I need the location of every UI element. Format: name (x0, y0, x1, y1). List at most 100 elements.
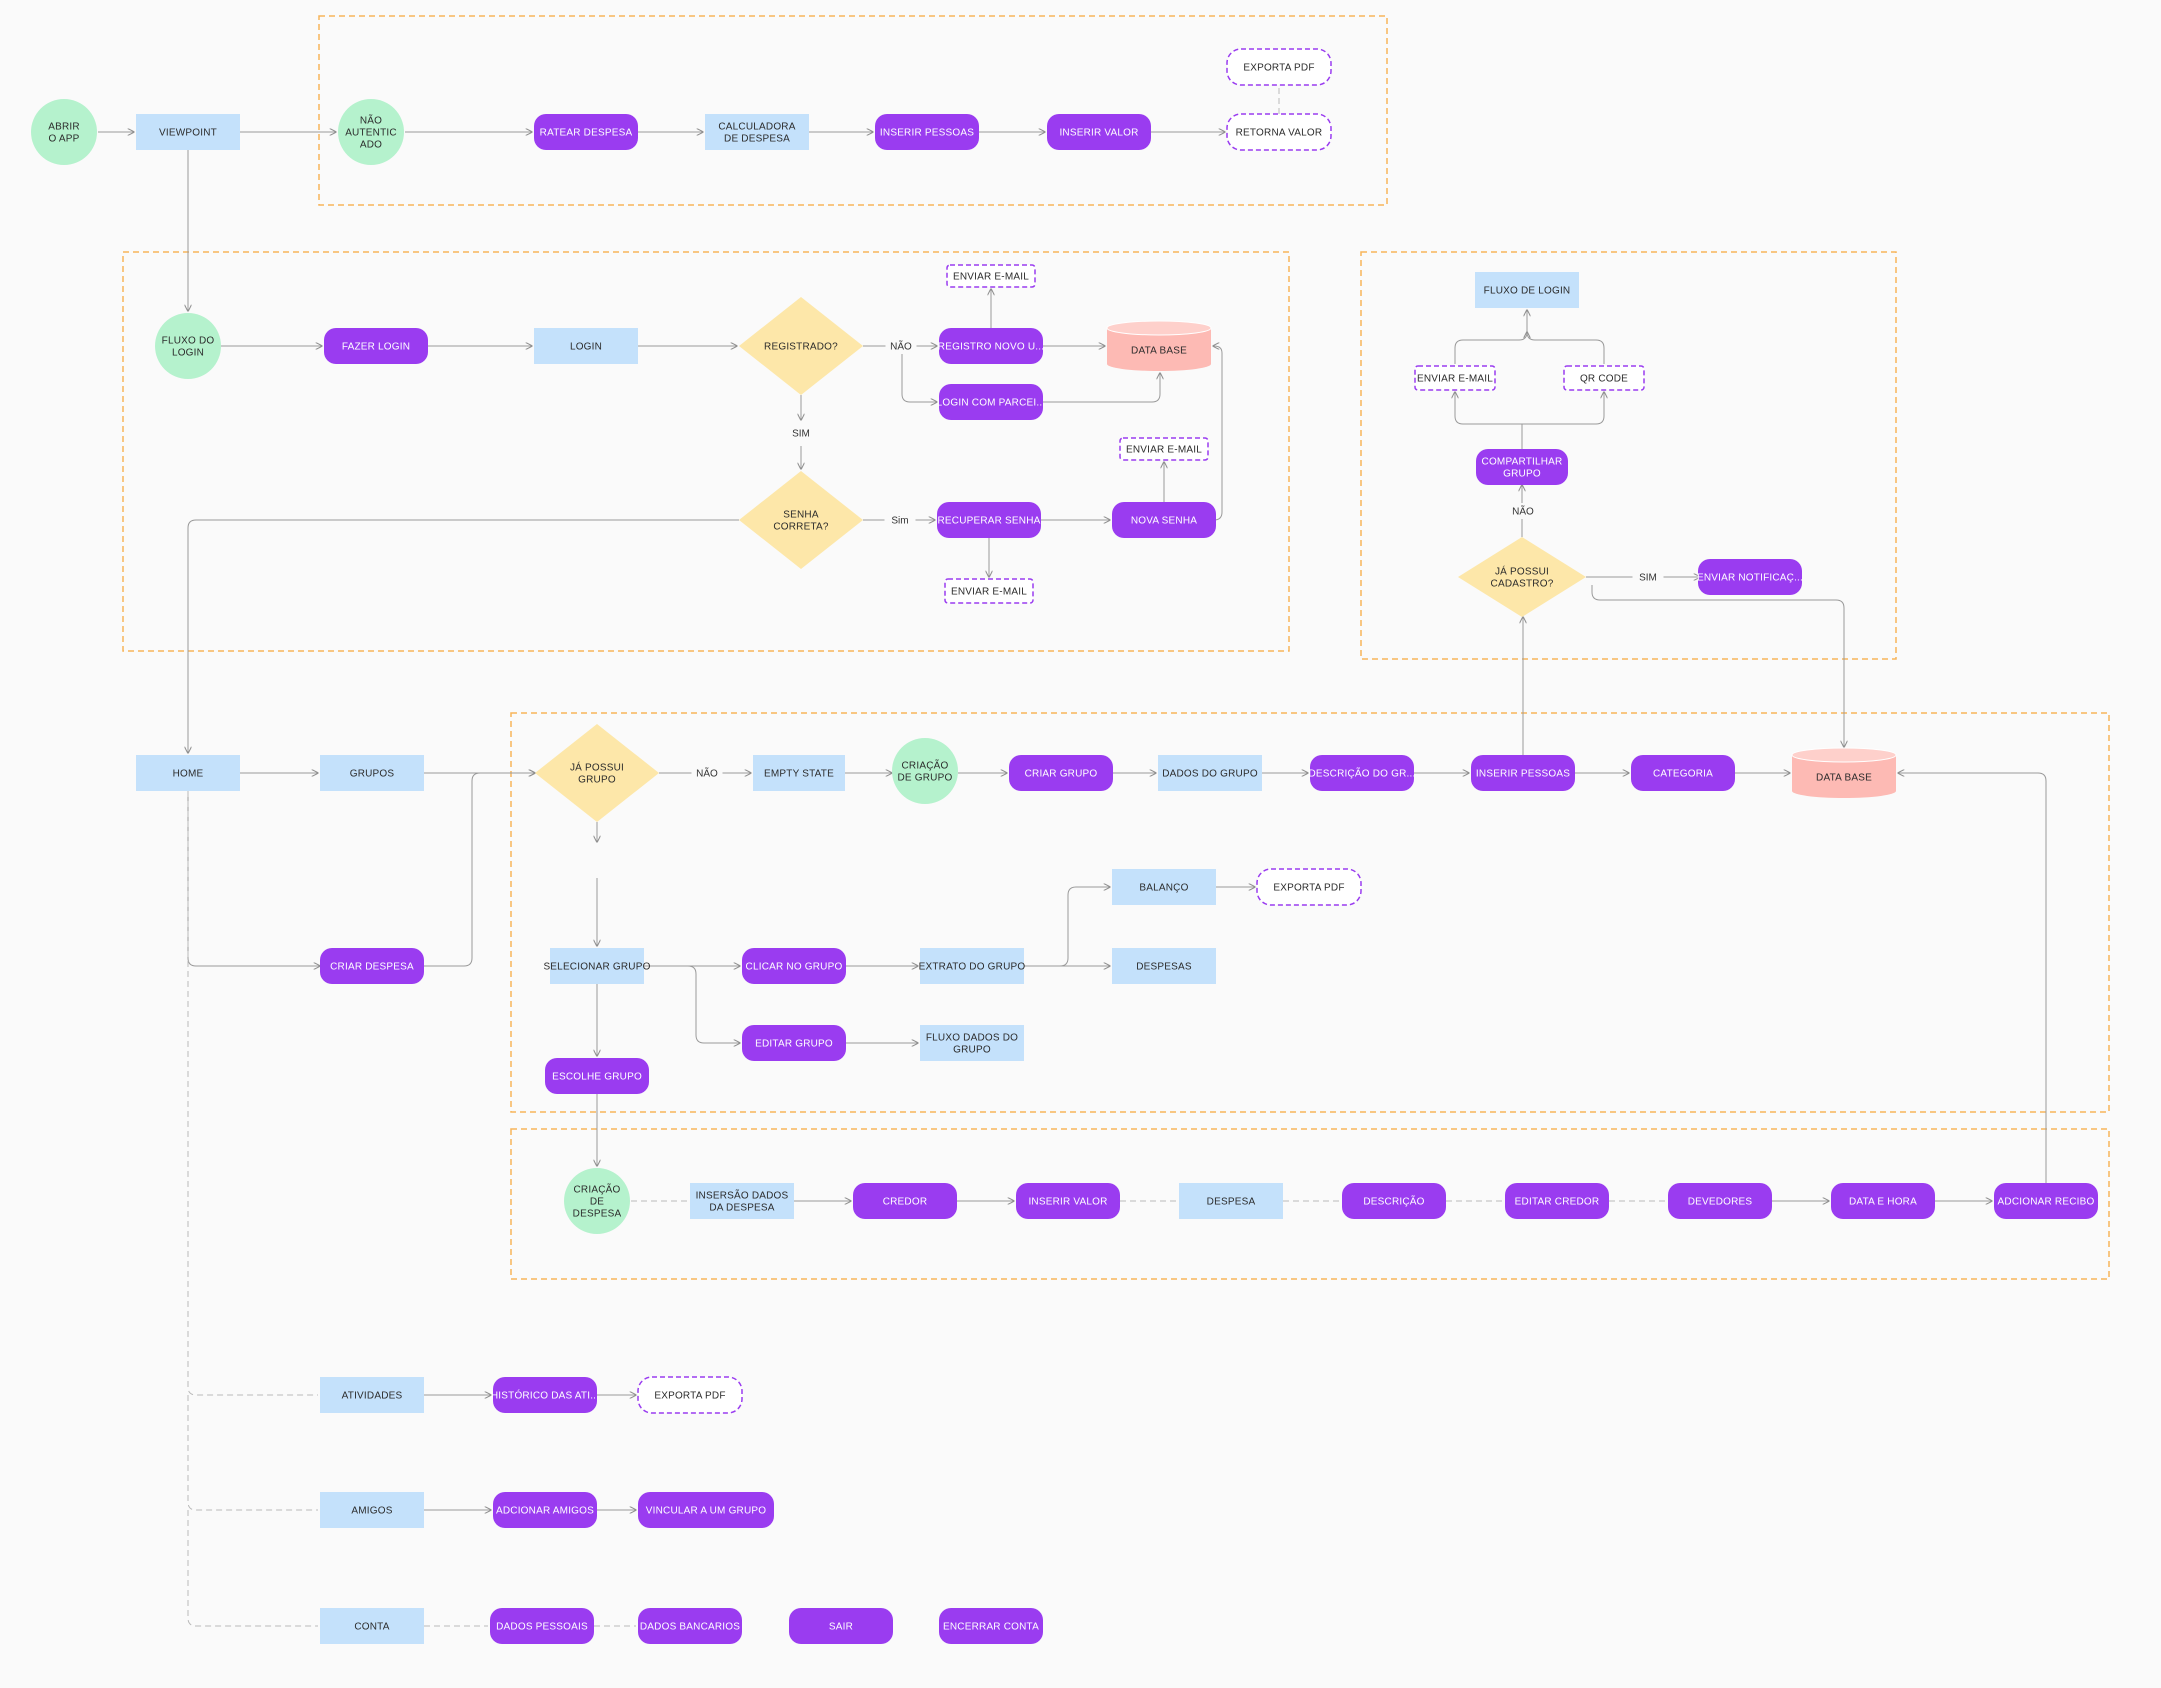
node-label: DATA E HORA (1849, 1197, 1917, 1208)
node-exporta-pdf3[interactable]: EXPORTA PDF (637, 1376, 743, 1414)
node-recuperar[interactable]: RECUPERAR SENHA (937, 502, 1041, 538)
node-label-line: LOGIN (570, 342, 602, 353)
node-shape (534, 328, 638, 364)
node-ins-pessoas2[interactable]: INSERIR PESSOAS (1471, 755, 1575, 791)
node-data-hora[interactable]: DATA E HORA (1831, 1183, 1935, 1219)
node-criar-despesa[interactable]: CRIAR DESPESA (320, 948, 424, 984)
node-extrato[interactable]: EXTRATO DO GRUPO (919, 948, 1026, 984)
node-devedores[interactable]: DEVEDORES (1668, 1183, 1772, 1219)
node-fluxo-login2[interactable]: FLUXO DE LOGIN (1475, 272, 1579, 308)
node-editar-credor[interactable]: EDITAR CREDOR (1505, 1183, 1609, 1219)
node-pessoais[interactable]: DADOS PESSOAIS (490, 1608, 594, 1644)
node-label: ENVIAR E-MAIL (951, 587, 1027, 598)
node-recibo[interactable]: ADCIONAR RECIBO (1994, 1183, 2098, 1219)
node-credor[interactable]: CREDOR (853, 1183, 957, 1219)
node-shape (338, 99, 404, 165)
node-viewpoint[interactable]: VIEWPOINT (136, 114, 240, 150)
node-ins-valor2[interactable]: INSERIR VALOR (1016, 1183, 1120, 1219)
node-sair[interactable]: SAIR (789, 1608, 893, 1644)
node-label-line: LOGIN COM PARCEI... (937, 398, 1046, 409)
node-notificacao[interactable]: ENVIAR NOTIFICAÇ... (1697, 559, 1803, 595)
node-label-line: DESPESA (573, 1209, 622, 1220)
node-ins-pessoas1[interactable]: INSERIR PESSOAS (875, 114, 979, 150)
node-nova-senha[interactable]: NOVA SENHA (1112, 502, 1216, 538)
section-frame-expense (510, 1128, 2110, 1280)
node-label-line: ENVIAR E-MAIL (1126, 445, 1202, 456)
node-encerrar[interactable]: ENCERRAR CONTA (939, 1608, 1043, 1644)
node-exporta-pdf2[interactable]: EXPORTA PDF (1256, 868, 1362, 906)
node-db1[interactable]: DATA BASE (1106, 320, 1212, 371)
node-label: DADOS BANCARIOS (640, 1622, 740, 1633)
node-amigos[interactable]: AMIGOS (320, 1492, 424, 1528)
node-categoria[interactable]: CATEGORIA (1631, 755, 1735, 791)
node-escolhe[interactable]: ESCOLHE GRUPO (545, 1058, 649, 1094)
node-home[interactable]: HOME (136, 755, 240, 791)
node-label: INSERIR PESSOAS (1476, 769, 1570, 780)
node-shape (939, 384, 1043, 420)
node-selecionar[interactable]: SELECIONAR GRUPO (543, 948, 650, 984)
node-label-line: CATEGORIA (1653, 769, 1713, 780)
node-label-line: ENVIAR E-MAIL (953, 272, 1029, 283)
node-label-line: DESPESAS (1136, 962, 1192, 973)
node-registrado[interactable]: REGISTRADO? (739, 297, 863, 395)
node-label: NOVA SENHA (1131, 516, 1197, 527)
node-grupos[interactable]: GRUPOS (320, 755, 424, 791)
node-shape (1563, 365, 1645, 391)
node-registro-novo[interactable]: REGISTRO NOVO U... (938, 328, 1044, 364)
node-label-line: CORRETA? (773, 522, 829, 533)
node-label-line: CONTA (354, 1622, 389, 1633)
node-ins-valor1[interactable]: INSERIR VALOR (1047, 114, 1151, 150)
node-bancarios[interactable]: DADOS BANCARIOS (638, 1608, 742, 1644)
node-label-line: EXPORTA PDF (654, 1391, 725, 1402)
edge-balanco-to-exporta-pdf2 (1024, 887, 1110, 967)
node-qr[interactable]: QR CODE (1563, 365, 1645, 391)
edge-criar-despesa-to-ja-grupo (187, 791, 320, 966)
node-conta[interactable]: CONTA (320, 1608, 424, 1644)
node-balanco[interactable]: BALANÇO (1112, 869, 1216, 905)
edge-clicar-to-extrato (644, 965, 740, 1043)
node-label-line: AMIGOS (351, 1506, 392, 1517)
node-login[interactable]: LOGIN (534, 328, 638, 364)
node-clicar[interactable]: CLICAR NO GRUPO (742, 948, 846, 984)
node-label-line: GRUPO (578, 775, 616, 786)
node-email2[interactable]: ENVIAR E-MAIL (1119, 437, 1209, 461)
node-email3[interactable]: ENVIAR E-MAIL (944, 578, 1034, 604)
node-fazer-login[interactable]: FAZER LOGIN (324, 328, 428, 364)
node-historico[interactable]: HISTÓRICO DAS ATI... (491, 1377, 599, 1413)
node-vincular[interactable]: VINCULAR A UM GRUPO (638, 1492, 774, 1528)
node-despesas[interactable]: DESPESAS (1112, 948, 1216, 984)
node-email1[interactable]: ENVIAR E-MAIL (946, 264, 1036, 288)
node-db2[interactable]: DATA BASE (1791, 747, 1897, 798)
node-ratear[interactable]: RATEAR DESPESA (534, 114, 638, 150)
node-exporta-pdf1[interactable]: EXPORTA PDF (1226, 48, 1332, 86)
node-email4[interactable]: ENVIAR E-MAIL (1414, 365, 1496, 391)
node-login-parceiro[interactable]: LOGIN COM PARCEI... (937, 384, 1046, 420)
node-desc-grupo[interactable]: DESCRIÇÃO DO GR... (1309, 755, 1416, 791)
node-dados-grupo[interactable]: DADOS DO GRUPO (1158, 755, 1262, 791)
node-retorna-valor[interactable]: RETORNA VALOR (1226, 113, 1332, 151)
node-despesa[interactable]: DESPESA (1179, 1183, 1283, 1219)
node-shape (939, 328, 1043, 364)
node-add-amigos[interactable]: ADCIONAR AMIGOS (493, 1492, 597, 1528)
node-shape (892, 738, 958, 804)
node-empty[interactable]: EMPTY STATE (753, 755, 845, 791)
node-atividades[interactable]: ATIVIDADES (320, 1377, 424, 1413)
node-label-line: CREDOR (883, 1197, 928, 1208)
node-descricao[interactable]: DESCRIÇÃO (1342, 1183, 1446, 1219)
node-label-line: ATIVIDADES (342, 1391, 403, 1402)
node-label: SAIR (829, 1622, 853, 1633)
node-editar-grupo[interactable]: EDITAR GRUPO (742, 1025, 846, 1061)
node-criar-grupo[interactable]: CRIAR GRUPO (1009, 755, 1113, 791)
